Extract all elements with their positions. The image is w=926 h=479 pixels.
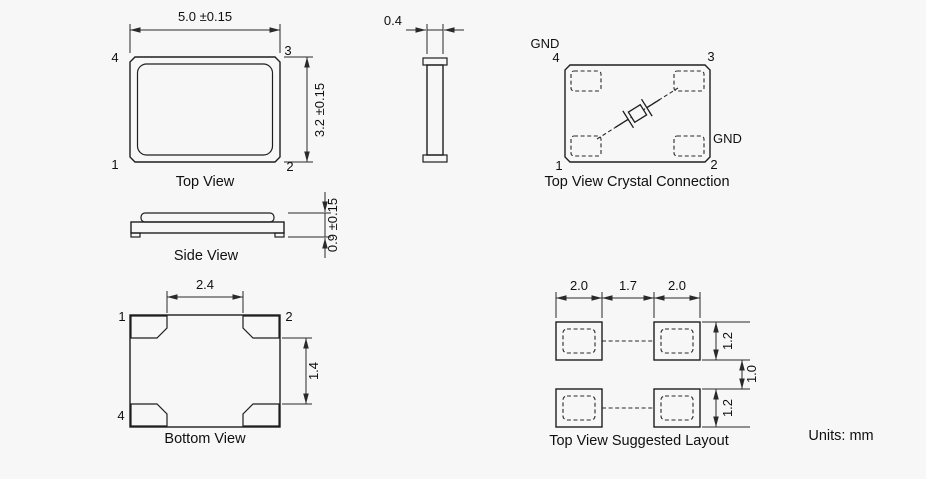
pin-label-top-left: 4 [552,50,559,65]
gnd-label-top: GND [531,36,560,51]
pad-bottom-left [130,403,168,427]
pad-inner-bottom-right [660,395,694,421]
pad-width-right-label: 2.0 [668,278,686,293]
horizontal-dimension-label: 2.4 [196,277,214,292]
land-pad-top-left [555,321,603,361]
layout-top-dimensions: 2.0 1.7 2.0 [555,278,701,318]
pad-1 [570,135,602,157]
crystal-connection-title: Top View Crystal Connection [544,174,729,190]
units-label: Units: mm [808,428,873,444]
pad-3 [673,70,705,92]
pad-spacing-vertical-dimension: 1.4 [282,337,321,405]
pin-label-bottom-right: 2 [286,159,293,174]
pad-top-right [242,315,280,339]
pad-inner-top-right [660,328,694,354]
width-dimension: 5.0 ±0.15 [129,9,281,53]
pad-height-bottom-label: 1.2 [720,399,735,417]
pad-bottom-right [242,403,280,427]
height-dimension: 3.2 ±0.15 [284,56,327,163]
end-width-dimension-label: 0.4 [384,13,402,28]
end-view-top-cap [422,57,448,66]
thickness-dimension: 0.9 ±0.15 [288,192,340,258]
pin-label-top-right: 3 [707,49,714,64]
end-view-bottom-cap [422,154,448,163]
vertical-dimension-label: 1.4 [306,362,321,380]
pad-inner-top-left [562,328,596,354]
end-view: 0.4 [384,13,464,163]
vertical-gap-label: 1.0 [744,365,759,383]
pad-width-left-label: 2.0 [570,278,588,293]
package-outline [564,64,711,163]
land-pad-bottom-left [555,388,603,428]
crystal-symbol [615,98,660,129]
pin-label-bottom-left: 1 [111,157,118,172]
width-dimension-label: 5.0 ±0.15 [178,9,232,24]
top-view-title: Top View [176,174,235,190]
pin-label-bottom-right: 2 [710,157,717,172]
pad-gap-label: 1.7 [619,278,637,293]
package-outline [129,314,281,428]
side-view: 0.9 ±0.15 Side View [130,192,340,264]
pin-label-top-right: 3 [284,43,291,58]
pin-label-bottom-left: 4 [117,408,124,423]
layout-right-dimensions: 1.2 1.0 1.2 [702,321,759,428]
land-pad-bottom-right [653,388,701,428]
pad-2 [673,135,705,157]
pin-label-top-left: 4 [111,50,118,65]
gnd-label-right: GND [713,131,742,146]
pin-label-top-right: 2 [285,309,292,324]
pad-height-top-label: 1.2 [720,332,735,350]
package-outline [129,56,281,163]
side-view-foot-left [130,232,141,238]
suggested-layout-title: Top View Suggested Layout [549,433,729,449]
pin-label-bottom-left: 1 [555,158,562,173]
end-view-body [426,64,444,156]
pad-4 [570,70,602,92]
side-view-title: Side View [174,248,239,264]
bottom-view: 1 2 4 2.4 1.4 Bottom View [117,277,321,447]
side-view-lid [140,212,275,223]
pad-spacing-horizontal-dimension: 2.4 [166,277,244,313]
height-dimension-label: 3.2 ±0.15 [312,83,327,137]
top-view: 4 3 1 2 5.0 ±0.15 3.2 ±0.15 Top View [111,9,327,190]
land-pad-top-right [653,321,701,361]
pad-inner-bottom-left [562,395,596,421]
side-view-foot-right [274,232,285,238]
suggested-layout-view: 2.0 1.7 2.0 1.2 1.0 1.2 Top View Suggest… [549,278,759,449]
pin-label-top-left: 1 [118,309,125,324]
end-width-dimension: 0.4 [384,13,464,54]
package-lid-outline [136,63,274,156]
bottom-view-title: Bottom View [164,431,246,447]
pad-top-left [130,315,168,339]
side-view-body [130,221,285,234]
thickness-dimension-label: 0.9 ±0.15 [325,198,340,252]
crystal-connection-view: GND GND 4 3 1 2 Top View Crystal Connect… [531,36,742,190]
